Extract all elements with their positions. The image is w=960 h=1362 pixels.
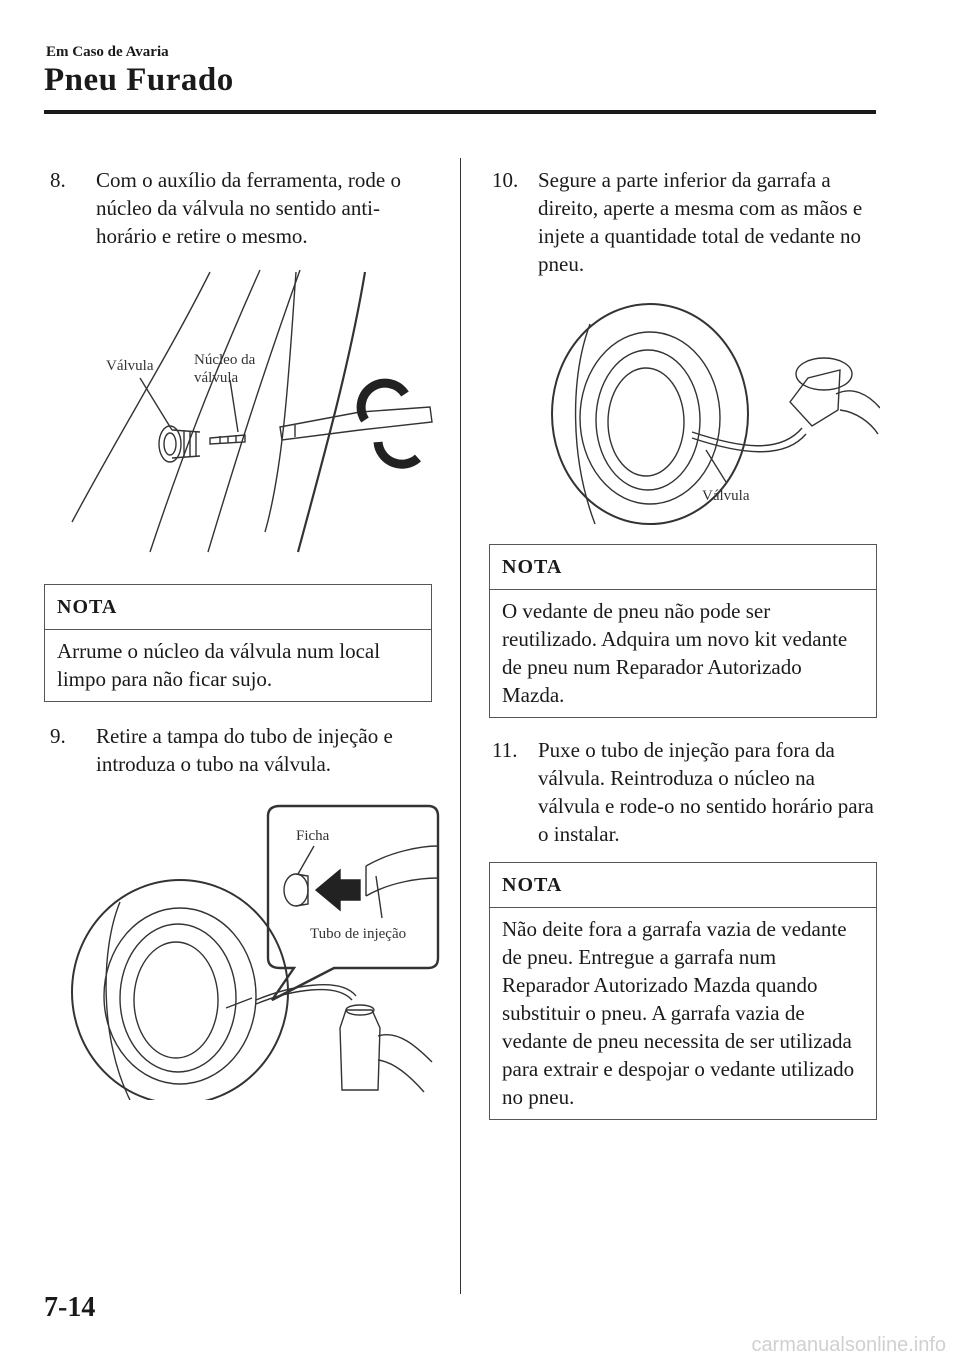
title-rule	[44, 110, 876, 114]
note-box-3: NOTA Não deite fora a garrafa vazia de v…	[489, 862, 877, 1120]
valve-core-illustration	[71, 269, 433, 553]
step-number: 8.	[50, 168, 66, 192]
page-title: Pneu Furado	[44, 62, 234, 98]
note-box-1: NOTA Arrume o núcleo da válvula num loca…	[44, 584, 432, 702]
note-text: Não deite fora a garrafa vazia de vedant…	[502, 917, 855, 1109]
note-heading: NOTA	[490, 545, 876, 590]
step-11: 11. Puxe o tubo de injeção para fora da …	[492, 736, 876, 848]
tube-insertion-illustration	[71, 804, 440, 1105]
step-text: Retire a tampa do tubo de injeção e intr…	[96, 724, 393, 776]
note-heading: NOTA	[45, 585, 431, 630]
step-number: 9.	[50, 724, 66, 748]
valve-core-label-line2: válvula	[194, 370, 239, 386]
watermark: carmanualsonline.info	[751, 1334, 946, 1356]
valve-core-removal-figure: Válvula Núcleo da válvula	[60, 262, 440, 562]
note-box-2: NOTA O vedante de pneu não pode ser reut…	[489, 544, 877, 718]
valve-core-label-line1: Núcleo da	[194, 352, 256, 368]
note-text: O vedante de pneu não pode ser reutiliza…	[502, 599, 848, 707]
tube-insertion-figure: Ficha Tubo de injeção	[60, 800, 450, 1105]
step-number: 11.	[492, 738, 518, 762]
note-heading: NOTA	[490, 863, 876, 908]
step-9: 9. Retire a tampa do tubo de injeção e i…	[50, 722, 420, 778]
column-divider	[460, 158, 461, 1294]
note-text: Arrume o núcleo da válvula num local lim…	[57, 639, 381, 691]
step-text: Segure a parte inferior da garrafa a dir…	[538, 168, 863, 276]
sealant-injection-illustration	[551, 303, 881, 525]
step-number: 10.	[492, 168, 519, 192]
cap-label: Ficha	[296, 828, 330, 844]
section-label: Em Caso de Avaria	[46, 44, 169, 60]
step-text: Puxe o tubo de injeção para fora da válv…	[538, 738, 874, 846]
page-number: 7-14	[44, 1292, 96, 1323]
step-text: Com o auxílio da ferramenta, rode o núcl…	[96, 168, 401, 248]
valve-label: Válvula	[702, 488, 750, 504]
sealant-injection-figure: Válvula	[540, 298, 881, 528]
step-10: 10. Segure a parte inferior da garrafa a…	[492, 166, 876, 278]
valve-label: Válvula	[106, 358, 154, 374]
injection-tube-label: Tubo de injeção	[310, 926, 407, 942]
step-8: 8. Com o auxílio da ferramenta, rode o n…	[50, 166, 420, 250]
